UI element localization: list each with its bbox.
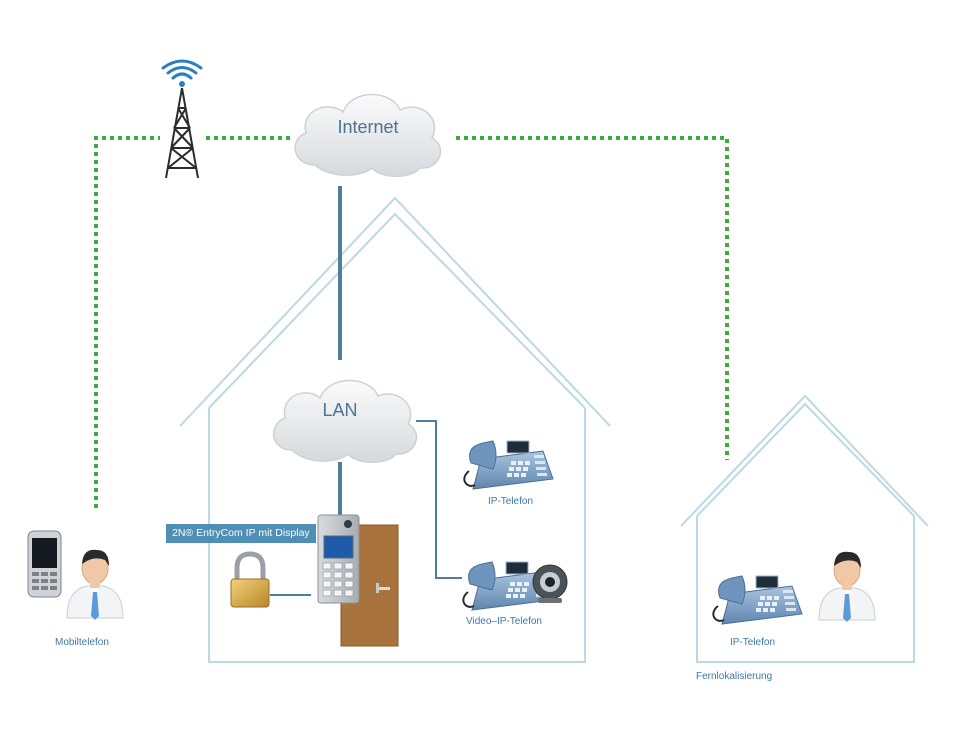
person-icon bbox=[66, 549, 124, 621]
wired-links bbox=[270, 186, 462, 596]
padlock-icon bbox=[230, 551, 270, 608]
internet-label: Internet bbox=[337, 117, 399, 137]
remote-person-icon bbox=[818, 551, 876, 623]
remote-ip-phone-label: IP-Telefon bbox=[730, 637, 776, 648]
mobile-phone-label: Mobiltelefon bbox=[55, 637, 109, 648]
wireless-links bbox=[94, 136, 729, 508]
lan-label: LAN bbox=[322, 400, 358, 420]
intercom-icon bbox=[317, 514, 360, 604]
ip-phone-icon bbox=[463, 440, 554, 490]
device-tag: 2N® EntryCom IP mit Display bbox=[166, 524, 316, 543]
video-phone-label: Video–IP-Telefon bbox=[466, 616, 542, 627]
lan-cloud-icon bbox=[272, 379, 418, 463]
remote-ip-phone-icon bbox=[712, 575, 803, 625]
antenna-tower-icon bbox=[161, 59, 203, 179]
internet-cloud-icon bbox=[294, 93, 442, 177]
remote-house bbox=[680, 394, 929, 663]
mobile-phone-icon bbox=[27, 530, 62, 598]
ip-phone-label: IP-Telefon bbox=[488, 496, 534, 507]
video-phone-icon bbox=[462, 561, 568, 611]
remote-location-label: Fernlokalisierung bbox=[696, 671, 773, 682]
